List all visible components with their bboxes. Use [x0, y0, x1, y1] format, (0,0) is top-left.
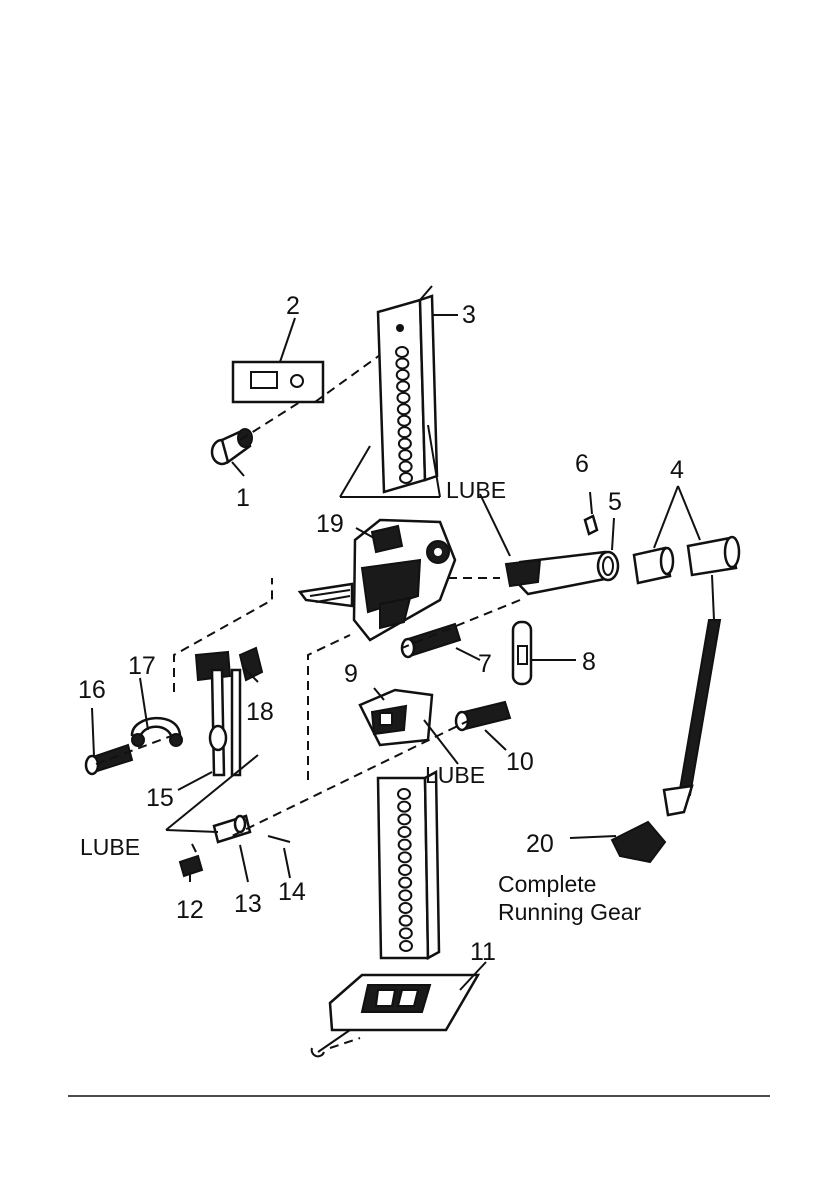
rack-hole — [398, 416, 410, 426]
label-1: 1 — [236, 484, 250, 512]
part-15-lifting-pin — [196, 652, 240, 775]
label-20: 20 — [526, 830, 554, 858]
rack-hole — [399, 427, 411, 437]
rack-hole — [399, 890, 411, 900]
rack-hole — [397, 370, 409, 380]
rack-hole — [399, 852, 411, 862]
rack-hole — [400, 903, 412, 913]
label-4: 4 — [670, 456, 684, 484]
label-7: 7 — [478, 650, 492, 678]
label-9: 9 — [344, 660, 358, 688]
rack-hole — [396, 347, 408, 357]
handle-lever — [612, 575, 720, 862]
rack-hole — [397, 393, 409, 403]
label-11: 11 — [470, 938, 496, 966]
main-housing — [300, 520, 455, 640]
label-5: 5 — [608, 488, 622, 516]
running-gear-caption: Complete Running Gear — [498, 871, 642, 925]
rack-hole — [396, 358, 408, 368]
label-15: 15 — [146, 784, 174, 812]
label-16: 16 — [78, 676, 106, 704]
rack-hole — [399, 878, 411, 888]
rack-hole — [400, 941, 412, 951]
handle-socket — [506, 516, 618, 594]
lube-label-upper: LUBE — [446, 477, 506, 503]
label-3: 3 — [462, 301, 476, 329]
rack-hole — [399, 439, 411, 449]
rack-hole — [398, 404, 410, 414]
rack-hole — [397, 381, 409, 391]
label-17: 17 — [128, 652, 156, 680]
rack-hole — [399, 840, 411, 850]
part-13-pin — [214, 816, 250, 842]
rack-hole — [400, 462, 412, 472]
label-14: 14 — [278, 878, 306, 906]
lube-label-middle: LUBE — [425, 762, 485, 788]
base-plate — [312, 975, 478, 1056]
part-14-clip — [268, 836, 290, 842]
part-10-roller — [456, 702, 510, 730]
part-1-pin — [212, 429, 252, 464]
part-8-link — [513, 622, 531, 684]
rack-hole — [398, 789, 410, 799]
part-7-roller — [402, 624, 460, 657]
rack-hole — [398, 814, 410, 824]
rack-hole — [398, 802, 410, 812]
label-6: 6 — [575, 450, 589, 478]
handle-sleeves — [634, 537, 739, 583]
label-18: 18 — [246, 698, 274, 726]
lube-label-lower: LUBE — [80, 834, 140, 860]
label-8: 8 — [582, 648, 596, 676]
label-19: 19 — [316, 510, 344, 538]
rack-hole — [400, 916, 412, 926]
caption-line-1: Complete — [498, 871, 596, 897]
rack-hole — [399, 865, 411, 875]
assembly-dashed-lines — [96, 355, 520, 1048]
label-10: 10 — [506, 748, 534, 776]
lower-standard-bar — [378, 772, 439, 958]
rack-hole — [399, 450, 411, 460]
rack-hole — [400, 928, 412, 938]
label-13: 13 — [234, 890, 262, 918]
part-9-assembly — [360, 690, 432, 745]
rack-hole — [399, 827, 411, 837]
rack-hole — [400, 473, 412, 483]
part-2-plate — [233, 362, 323, 402]
caption-line-2: Running Gear — [498, 899, 642, 925]
label-2: 2 — [286, 292, 300, 320]
label-12: 12 — [176, 896, 204, 924]
upper-standard-bar — [378, 286, 437, 492]
